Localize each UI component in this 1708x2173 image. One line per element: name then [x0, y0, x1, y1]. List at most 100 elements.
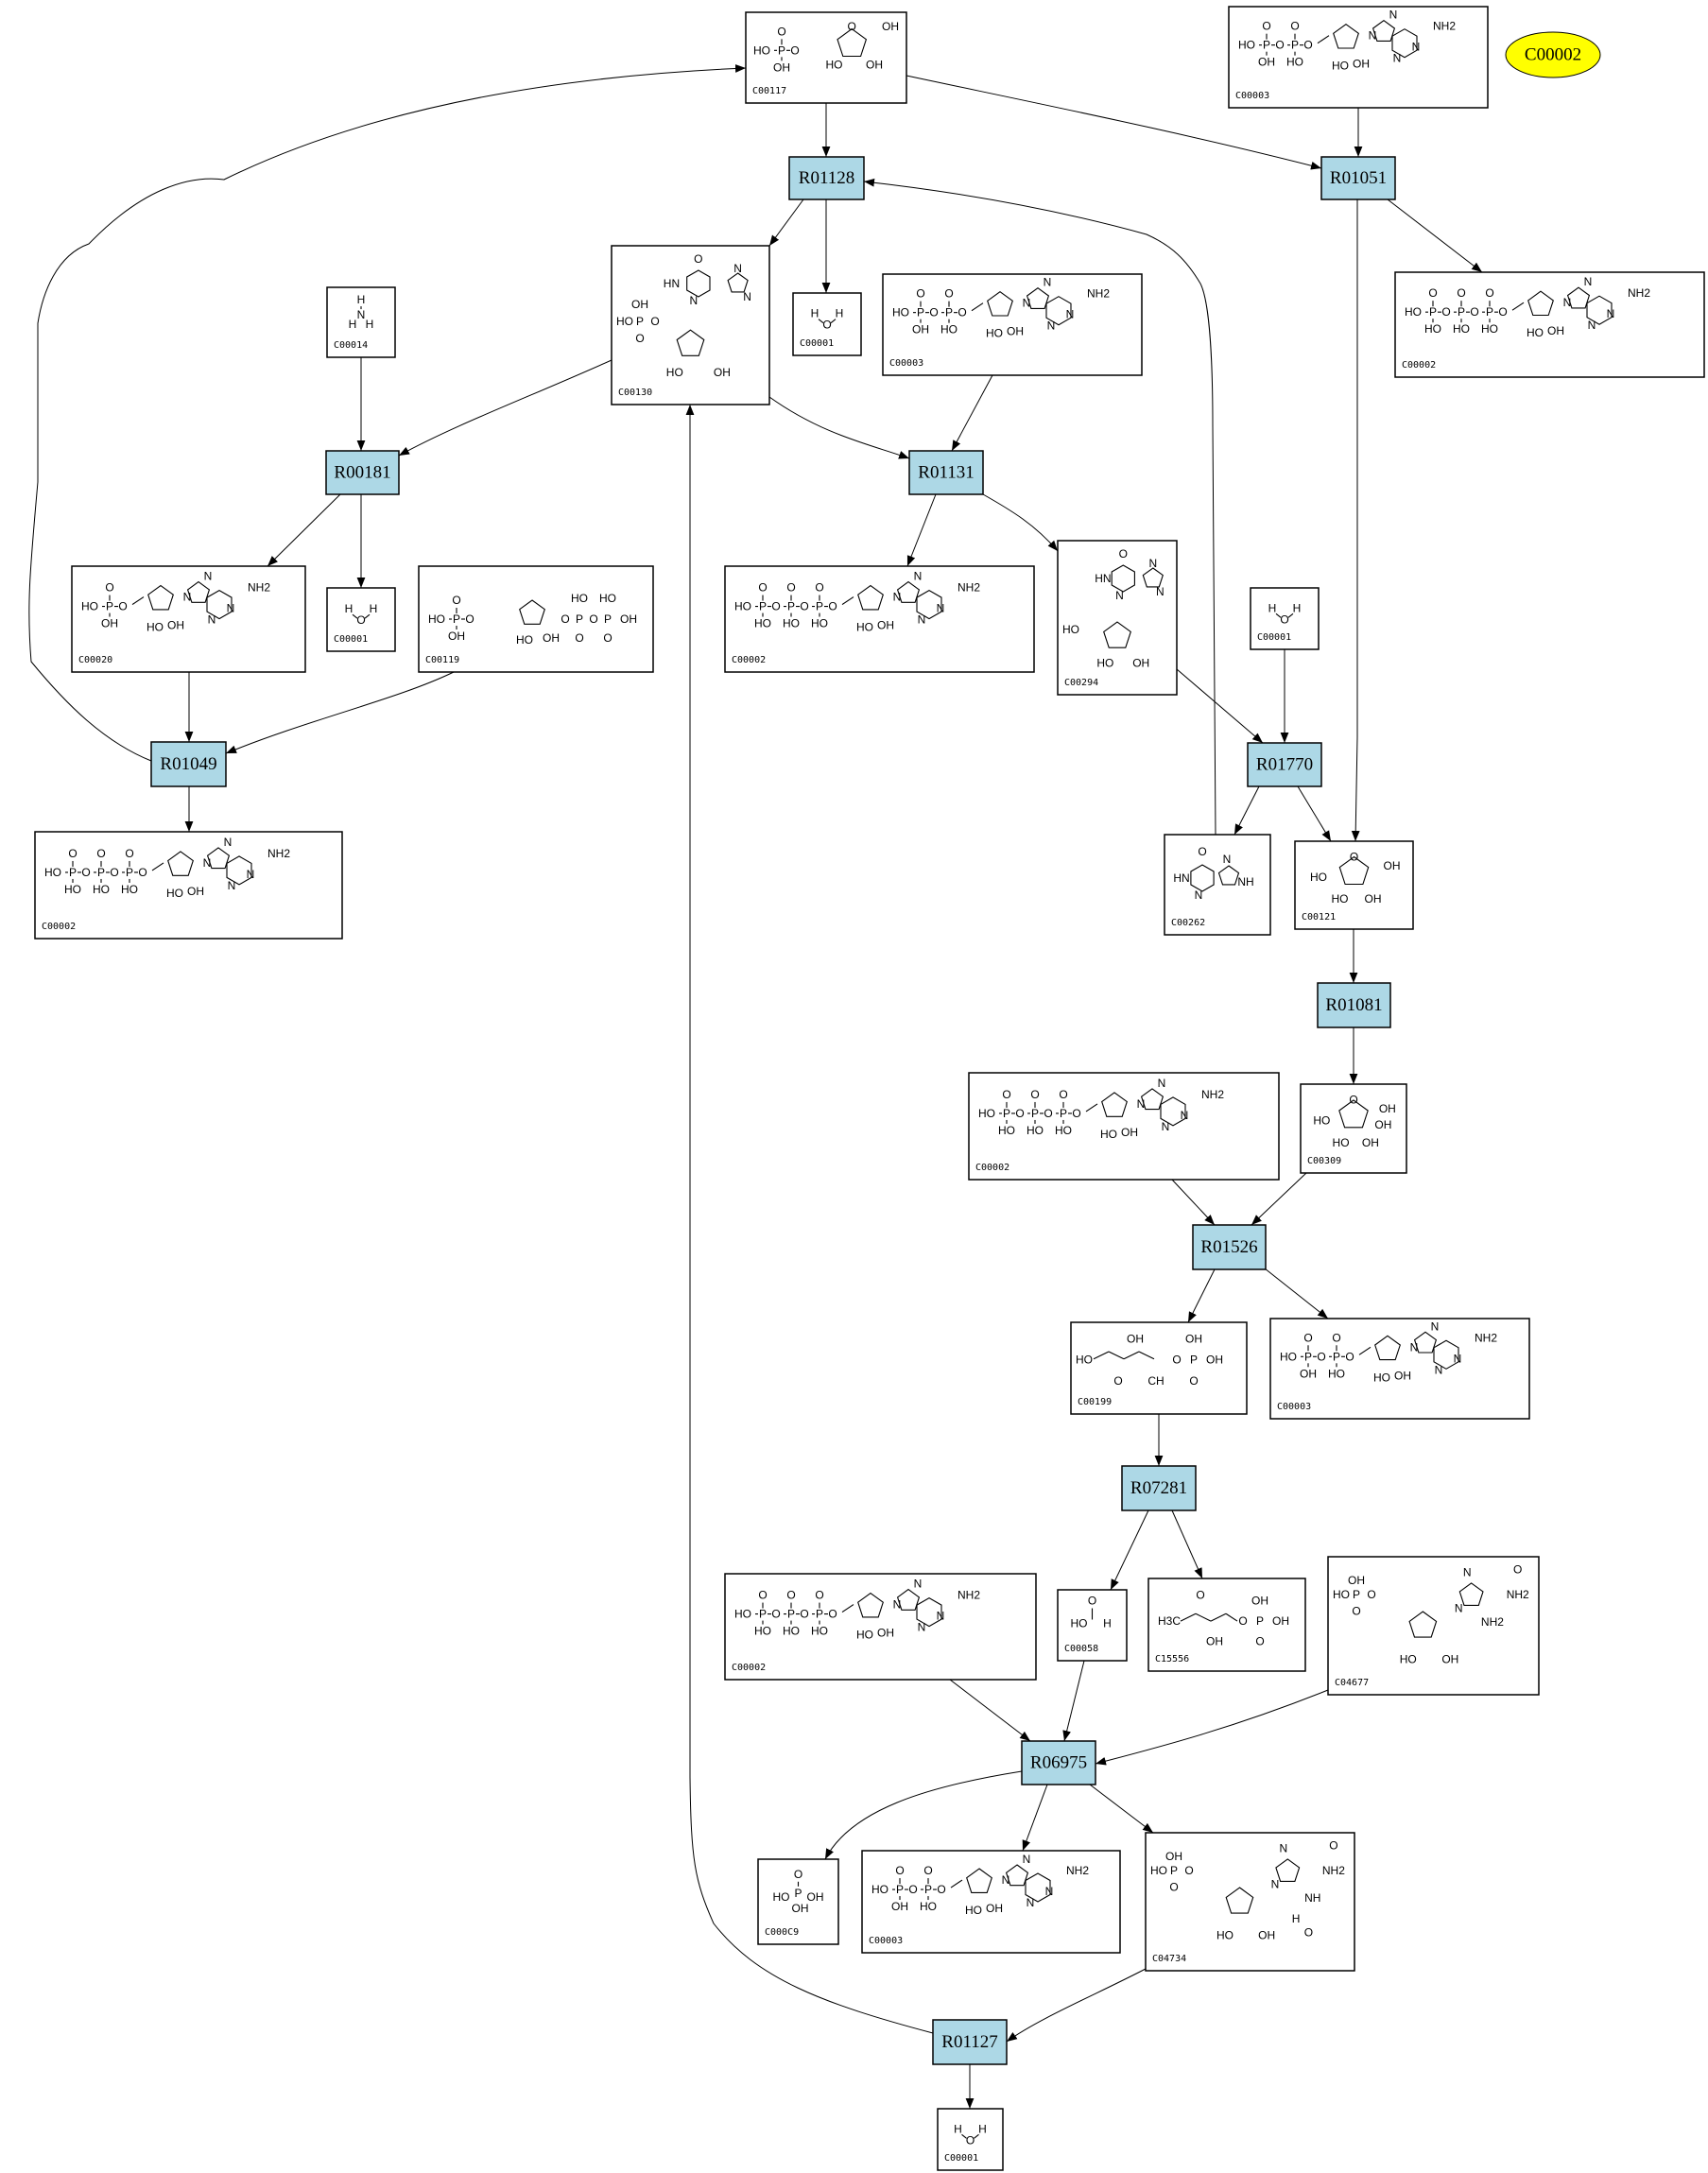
compound-box[interactable]: [757, 1858, 839, 1945]
structure-atom: O: [1470, 305, 1478, 319]
reaction-node-r01770[interactable]: R01770: [1247, 742, 1322, 787]
reaction-node-r01131[interactable]: R01131: [908, 450, 984, 495]
compound-box[interactable]: [1070, 1321, 1248, 1415]
structure-atom: O: [1088, 1595, 1096, 1608]
compound-box[interactable]: [724, 565, 1035, 673]
compound-box[interactable]: [882, 273, 1143, 376]
reaction-box[interactable]: [1192, 1224, 1267, 1270]
reaction-node-r00181[interactable]: R00181: [325, 450, 400, 495]
reaction-node-r01128[interactable]: R01128: [788, 156, 865, 200]
compound-box[interactable]: [937, 2108, 1004, 2171]
compound-box[interactable]: [1269, 1318, 1530, 1420]
reaction-node-r01127[interactable]: R01127: [932, 2019, 1008, 2065]
structure-atom: N: [1271, 1877, 1280, 1890]
structure-atom: N: [918, 613, 926, 627]
highlight-ellipse[interactable]: [1505, 31, 1601, 78]
reaction-node-r06975[interactable]: R06975: [1021, 1740, 1096, 1785]
compound-box[interactable]: [1145, 1832, 1355, 1972]
edge-r01131-to-c00294: [982, 493, 1059, 552]
reaction-box[interactable]: [1317, 982, 1391, 1028]
compound-box[interactable]: [1394, 271, 1705, 378]
compound-box[interactable]: [792, 292, 862, 356]
structure-bond: [1093, 1351, 1110, 1360]
reaction-box[interactable]: [932, 2019, 1008, 2065]
reaction-box[interactable]: [908, 450, 984, 495]
structure-atom: O: [895, 1864, 904, 1877]
reaction-box[interactable]: [1247, 742, 1322, 787]
compound-box[interactable]: [611, 245, 770, 405]
compound-box[interactable]: [1147, 1578, 1306, 1672]
reaction-node-r01051[interactable]: R01051: [1320, 156, 1396, 200]
compound-box[interactable]: [861, 1850, 1121, 1954]
highlight-compound-node[interactable]: C00002: [1505, 31, 1601, 78]
compound-box[interactable]: [968, 1072, 1280, 1181]
structure-atom: OH: [1374, 1118, 1391, 1131]
structure-atom: HN: [1095, 572, 1111, 585]
compound-box[interactable]: [1300, 1083, 1407, 1174]
reaction-box[interactable]: [150, 741, 227, 787]
reaction-label: R01127: [941, 2032, 997, 2052]
compound-box[interactable]: [1327, 1556, 1540, 1696]
compound-box[interactable]: [1228, 6, 1489, 109]
compound-box[interactable]: [34, 831, 343, 940]
reaction-node-r01526[interactable]: R01526: [1192, 1224, 1267, 1270]
structure-atom: P: [759, 600, 767, 613]
compound-box[interactable]: [724, 1573, 1037, 1681]
compound-box[interactable]: [326, 587, 396, 652]
compound-box[interactable]: [1057, 540, 1178, 696]
reaction-box[interactable]: [1320, 156, 1396, 200]
compound-box[interactable]: [418, 565, 654, 673]
compound-box[interactable]: [1250, 587, 1320, 650]
reaction-node-r01081[interactable]: R01081: [1317, 982, 1391, 1028]
reaction-box[interactable]: [1021, 1740, 1096, 1785]
compound-box[interactable]: [1164, 834, 1271, 936]
structure-atom: O: [694, 252, 702, 266]
compound-box[interactable]: [745, 11, 907, 104]
structure-atom: HO: [986, 327, 1003, 340]
compound-id-label: C00058: [1064, 1644, 1098, 1654]
compound-box[interactable]: [1057, 1589, 1128, 1662]
reaction-node-r07281[interactable]: R07281: [1121, 1465, 1197, 1511]
structure-atom: P: [917, 306, 924, 319]
compound-box[interactable]: [1294, 840, 1414, 930]
structure-atom: P: [1031, 1107, 1039, 1120]
reaction-box[interactable]: [1121, 1465, 1197, 1511]
reaction-box[interactable]: [788, 156, 865, 200]
compound-box[interactable]: [71, 565, 306, 673]
reaction-box[interactable]: [325, 450, 400, 495]
structure-atom: O: [848, 20, 856, 33]
reaction-node-r01049[interactable]: R01049: [150, 741, 227, 787]
ring: [916, 1596, 942, 1628]
compound-box[interactable]: [326, 286, 396, 358]
